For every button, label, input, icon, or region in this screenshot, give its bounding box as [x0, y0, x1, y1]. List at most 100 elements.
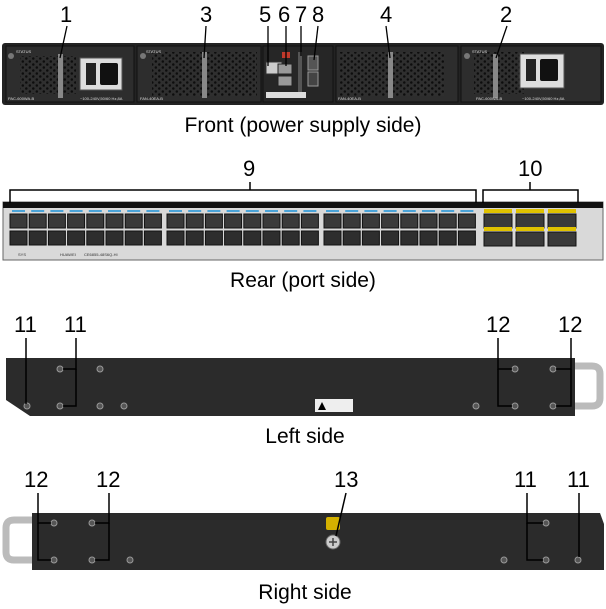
sfp-port-led	[265, 210, 278, 212]
management-panel	[262, 45, 334, 103]
rear-brand-label: HUAWEI	[60, 252, 76, 257]
ground-label-icon	[326, 517, 340, 530]
sfp-port-led	[88, 210, 102, 212]
callout-2: 2	[500, 2, 512, 27]
sfp-port	[419, 230, 438, 246]
psu1-model-label: PAC-600WA-B	[8, 96, 35, 101]
front-callout-lines	[59, 25, 508, 66]
sfp-port-led	[12, 210, 25, 212]
sfp-port	[361, 230, 380, 246]
psu2-handle	[493, 54, 498, 98]
sfp-port	[323, 213, 342, 229]
psu2-rating-label: ~100-240V,50/60 Hz,8A	[522, 96, 565, 101]
sfp-port	[262, 213, 281, 229]
callout-11-right-b: 11	[567, 467, 590, 492]
callout-12-left-b: 12	[558, 312, 582, 337]
sfp-port	[124, 213, 143, 229]
sfp-port-led	[31, 210, 45, 212]
sfp-port	[86, 230, 105, 246]
right-chassis	[32, 513, 604, 570]
power-supply-1: STATUS PAC-600WA-B ~100-240V,50/60 Hz,8A	[5, 45, 135, 103]
sfp-port-led	[326, 210, 339, 212]
sfp-port	[419, 213, 438, 229]
right-side-view: 12 12 13 11 11 Right side	[2, 467, 604, 604]
sfp-port	[281, 213, 300, 229]
fan3-status-label: STATUS	[146, 49, 162, 54]
sfp-port	[105, 230, 124, 246]
psu2-model-label: PAC-600WA-B	[476, 96, 503, 101]
sfp-port-led	[364, 210, 378, 212]
sfp-port	[438, 213, 457, 229]
psu1-screw-icon	[8, 53, 14, 59]
rear-caption: Rear (port side)	[230, 269, 376, 292]
qsfp-port	[483, 231, 513, 247]
sfp-port	[105, 213, 124, 229]
qsfp-port	[515, 213, 545, 229]
psu1-handle	[58, 54, 63, 98]
front-view: STATUS PAC-600WA-B ~100-240V,50/60 Hz,8A…	[2, 2, 604, 137]
sfp-port	[342, 213, 361, 229]
sfp-port	[243, 213, 262, 229]
sfp-port-led	[383, 210, 397, 212]
element-8b	[307, 71, 319, 87]
qsfp-port	[515, 231, 545, 247]
qsfp-port	[483, 213, 513, 229]
sfp-port-led	[146, 210, 160, 212]
sfp-port	[9, 230, 28, 246]
sfp-port-led	[188, 210, 202, 212]
sfp-port-led	[460, 210, 474, 212]
psu1-power-switch	[86, 63, 96, 85]
sfp-port	[143, 213, 162, 229]
callout-11-left-a: 11	[14, 312, 37, 337]
callout-7: 7	[295, 2, 307, 27]
sfp-port-led	[422, 210, 435, 212]
sfp-port	[124, 230, 143, 246]
callout-3: 3	[200, 2, 212, 27]
sfp-port	[224, 213, 243, 229]
sfp-port	[342, 230, 361, 246]
psu1-status-label: STATUS	[16, 49, 32, 54]
qsfp-port	[547, 231, 577, 247]
sfp-port	[47, 230, 66, 246]
psu2-status-label: STATUS	[472, 49, 488, 54]
qsfp-port-group	[483, 209, 577, 247]
psu1-ac-inlet	[100, 63, 118, 85]
sfp-port	[224, 230, 243, 246]
sfp-port-led	[108, 210, 121, 212]
sfp-port	[47, 213, 66, 229]
left-chassis	[6, 358, 575, 416]
sfp-port-led	[169, 210, 182, 212]
fan3-screw-icon	[140, 53, 146, 59]
sfp-port-led	[50, 210, 64, 212]
left-caption: Left side	[265, 425, 344, 448]
sfp-port	[438, 230, 457, 246]
qsfp-label-strip	[548, 227, 576, 231]
left-screw-holes	[23, 365, 557, 410]
element-7	[298, 52, 302, 96]
left-callout-lines	[25, 338, 572, 407]
callout-12-left-a: 12	[486, 312, 510, 337]
sfp-port-group	[9, 210, 476, 246]
fan-module-3: STATUS FAN-40EA-B	[136, 45, 262, 103]
sfp-port	[243, 230, 262, 246]
sfp-port	[86, 213, 105, 229]
psu2-ac-inlet	[540, 59, 558, 81]
callout-4: 4	[380, 2, 392, 27]
psu2-power-switch	[526, 59, 536, 81]
sfp-port	[143, 230, 162, 246]
power-supply-2: STATUS PAC-600WA-B ~100-240V,50/60 Hz,8A	[460, 45, 602, 103]
sfp-port	[262, 230, 281, 246]
sfp-port-led	[127, 210, 141, 212]
callout-13: 13	[334, 467, 358, 492]
rear-view: SYS HUAWEI CE6855-48S6Q-HI 9 10 Rear (po…	[2, 156, 604, 292]
sfp-port-led	[303, 210, 317, 212]
sfp-port-led	[284, 210, 298, 212]
port-6b	[277, 75, 293, 87]
sfp-port-led	[207, 210, 221, 212]
callout-8: 8	[312, 2, 324, 27]
sfp-port	[166, 213, 185, 229]
sfp-port	[300, 213, 319, 229]
warning-triangle-icon	[318, 402, 326, 410]
sfp-port-led	[226, 210, 240, 212]
